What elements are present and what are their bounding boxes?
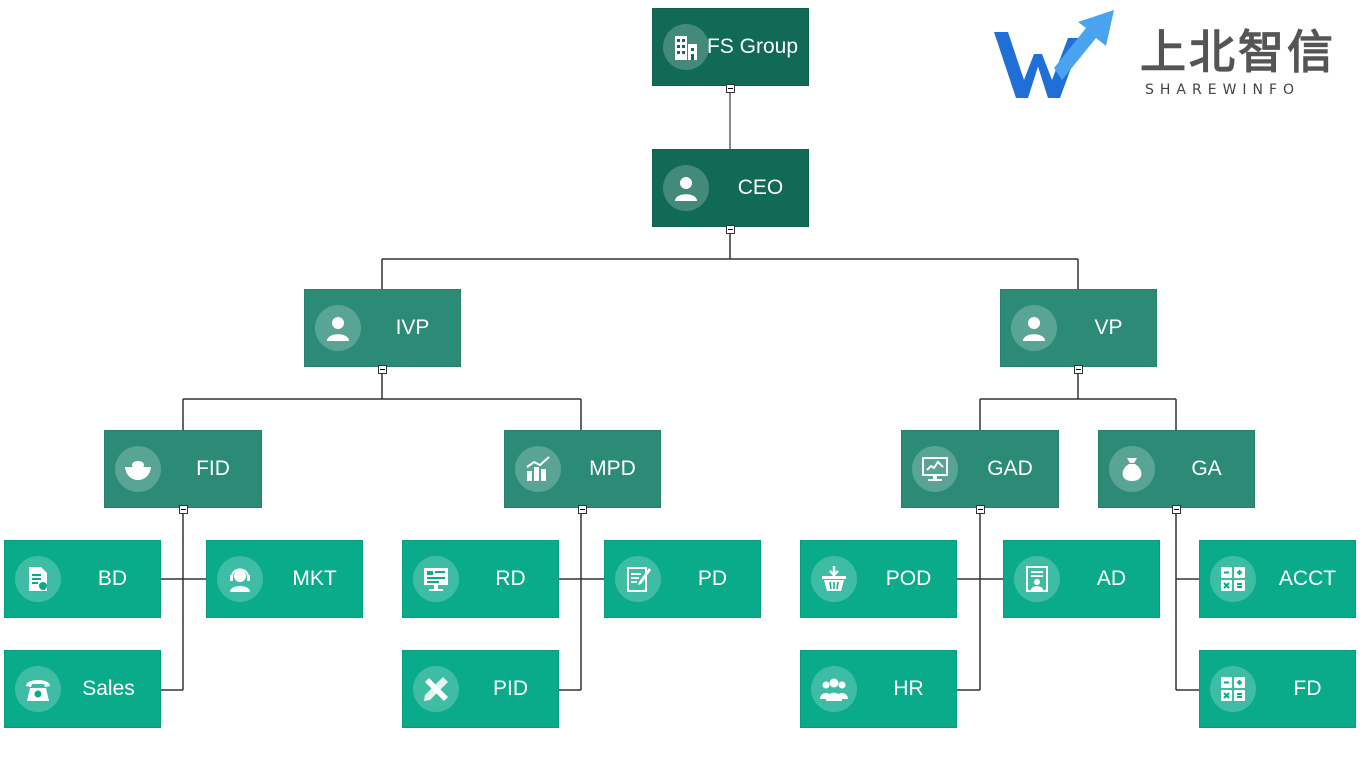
notepad-icon: [615, 556, 661, 602]
collapse-toggle-ivp[interactable]: [378, 365, 387, 374]
headset-person-icon: [217, 556, 263, 602]
node-label: FS Group: [706, 35, 799, 58]
node-sales[interactable]: Sales: [4, 650, 161, 728]
node-rd[interactable]: RD: [402, 540, 559, 618]
node-pid[interactable]: PID: [402, 650, 559, 728]
node-label: ACCT: [1278, 567, 1337, 590]
node-ceo[interactable]: CEO: [652, 149, 809, 227]
collapse-toggle-ga[interactable]: [1172, 505, 1181, 514]
team-icon: [811, 666, 857, 712]
node-bd[interactable]: BD: [4, 540, 161, 618]
node-ivp[interactable]: IVP: [304, 289, 461, 367]
tools-icon: [413, 666, 459, 712]
node-label: PD: [697, 567, 728, 590]
node-acct[interactable]: ACCT: [1199, 540, 1356, 618]
node-label: RD: [495, 567, 526, 590]
money-bag-icon: [1109, 446, 1155, 492]
logo-name-cn: 上北智信: [1140, 25, 1336, 79]
node-fid[interactable]: FID: [104, 430, 262, 508]
node-mpd[interactable]: MPD: [504, 430, 661, 508]
collapse-toggle-fid[interactable]: [179, 505, 188, 514]
logo-w-mark: [994, 10, 1114, 98]
node-mkt[interactable]: MKT: [206, 540, 363, 618]
node-ad[interactable]: AD: [1003, 540, 1160, 618]
person-icon: [315, 305, 361, 351]
node-label: POD: [885, 567, 932, 590]
company-logo: 上北智信 SHAREWINFO: [990, 8, 1360, 103]
node-pod[interactable]: POD: [800, 540, 957, 618]
person-icon: [663, 165, 709, 211]
node-label: VP: [1094, 316, 1123, 339]
collapse-toggle-mpd[interactable]: [578, 505, 587, 514]
node-label: IVP: [395, 316, 430, 339]
calculator-icon: [1210, 556, 1256, 602]
node-fs-group[interactable]: FS Group: [652, 8, 809, 86]
logo-name-en: SHAREWINFO: [1145, 82, 1301, 98]
monitor-icon: [413, 556, 459, 602]
telephone-icon: [15, 666, 61, 712]
node-gad[interactable]: GAD: [901, 430, 1059, 508]
node-label: Sales: [82, 677, 135, 700]
monitor-chart-icon: [912, 446, 958, 492]
building-icon: [663, 24, 709, 70]
collapse-toggle-ceo[interactable]: [726, 225, 735, 234]
collapse-toggle-fs-group[interactable]: [726, 84, 735, 93]
node-hr[interactable]: HR: [800, 650, 957, 728]
node-label: MPD: [589, 457, 636, 480]
node-label: MKT: [292, 567, 337, 590]
id-card-icon: [1014, 556, 1060, 602]
node-vp[interactable]: VP: [1000, 289, 1157, 367]
person-icon: [1011, 305, 1057, 351]
node-label: GA: [1191, 457, 1222, 480]
calculator-icon: [1210, 666, 1256, 712]
document-icon: [15, 556, 61, 602]
node-label: PID: [492, 677, 528, 700]
bar-chart-icon: [515, 446, 561, 492]
collapse-toggle-vp[interactable]: [1074, 365, 1083, 374]
node-pd[interactable]: PD: [604, 540, 761, 618]
node-label: HR: [893, 677, 924, 700]
node-label: AD: [1096, 567, 1127, 590]
node-label: GAD: [987, 457, 1033, 480]
node-label: FID: [196, 457, 230, 480]
basket-icon: [811, 556, 857, 602]
node-label: FD: [1293, 677, 1322, 700]
gold-ingot-icon: [115, 446, 161, 492]
node-ga[interactable]: GA: [1098, 430, 1255, 508]
node-label: CEO: [737, 176, 784, 199]
node-label: BD: [97, 567, 128, 590]
collapse-toggle-gad[interactable]: [976, 505, 985, 514]
node-fd[interactable]: FD: [1199, 650, 1356, 728]
